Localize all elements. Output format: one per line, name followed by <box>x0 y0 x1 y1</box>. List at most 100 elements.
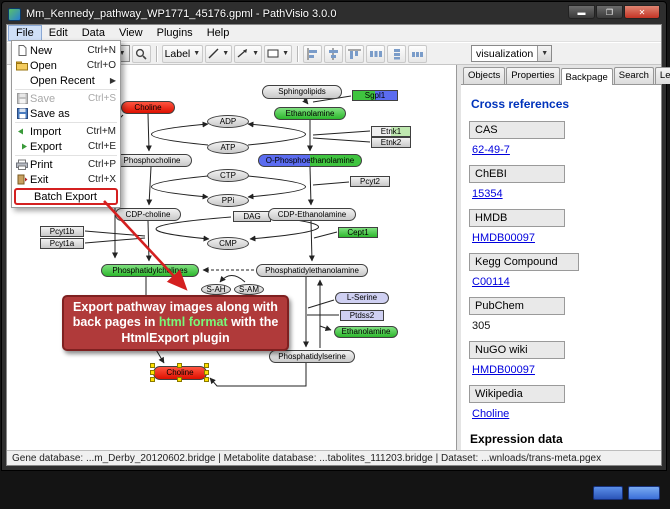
menu-plugins[interactable]: Plugins <box>156 27 193 39</box>
tab-search[interactable]: Search <box>613 67 654 84</box>
selection-handle[interactable] <box>150 363 155 368</box>
selection-handle[interactable] <box>177 377 182 382</box>
node-cept1[interactable]: Cept1 <box>338 227 378 238</box>
ref-value-pubchem: 305 <box>472 320 491 332</box>
tab-backpage[interactable]: Backpage <box>560 68 613 85</box>
callout-text-1: Export pathway images along with back pa… <box>72 299 278 330</box>
tab-objects[interactable]: Objects <box>463 67 506 84</box>
align-center-button[interactable] <box>324 44 344 63</box>
selection-handle[interactable] <box>204 377 209 382</box>
node-cmp[interactable]: CMP <box>207 237 249 250</box>
menu-file[interactable]: File <box>8 25 42 41</box>
ref-link-nugo[interactable]: HMDB00097 <box>472 364 535 376</box>
arrow-tool-button[interactable]: ▼ <box>234 44 263 63</box>
node-phosphatidylcholines[interactable]: Phosphatidylcholines <box>101 264 199 277</box>
taskbar-button[interactable] <box>628 486 660 500</box>
node-l-serine[interactable]: L-Serine <box>335 292 389 304</box>
node-pcyt1a[interactable]: Pcyt1a <box>40 238 84 249</box>
node-o-phosphoethanolamine[interactable]: O-Phosphoethanolamine <box>258 154 362 167</box>
tab-properties[interactable]: Properties <box>506 67 560 84</box>
menu-item-batch-export[interactable]: Batch Export <box>14 188 118 205</box>
close-button[interactable]: ✕ <box>624 5 660 19</box>
node-cdp-choline[interactable]: CDP-choline <box>115 208 181 221</box>
distribute-horizontal-button[interactable] <box>366 44 386 63</box>
selection-handle[interactable] <box>204 363 209 368</box>
node-ctp[interactable]: CTP <box>207 169 249 182</box>
node-pcyt1b[interactable]: Pcyt1b <box>40 226 84 237</box>
node-dag[interactable]: DAG <box>233 211 271 222</box>
node-pcyt2[interactable]: Pcyt2 <box>350 176 390 187</box>
node-sgpl1[interactable]: Sgpl1 <box>352 90 398 101</box>
node-sah[interactable]: S-AH <box>201 284 231 295</box>
align-top-button[interactable] <box>345 44 365 63</box>
minimize-button[interactable]: ▬ <box>568 5 595 19</box>
taskbar-button[interactable] <box>593 486 623 500</box>
node-phosphatidylethanolamine[interactable]: Phosphatidylethanolamine <box>256 264 368 277</box>
ref-db-wikipedia: Wikipedia <box>469 385 565 403</box>
title-bar[interactable]: Mm_Kennedy_pathway_WP1771_45176.gpml - P… <box>6 4 662 24</box>
crossref-heading: Cross references <box>471 97 570 111</box>
node-ppi[interactable]: PPi <box>207 194 249 207</box>
node-etnk2[interactable]: Etnk2 <box>371 137 411 148</box>
menu-help[interactable]: Help <box>206 27 230 39</box>
selection-handle[interactable] <box>150 377 155 382</box>
align-left-button[interactable] <box>303 44 323 63</box>
node-ethanolamine[interactable]: Ethanolamine <box>274 107 346 120</box>
node-ptdss2[interactable]: Ptdss2 <box>340 310 384 321</box>
ref-link-hmdb[interactable]: HMDB00097 <box>472 232 535 244</box>
menu-item-save-as[interactable]: Save as <box>12 106 120 121</box>
node-atp[interactable]: ATP <box>207 141 249 154</box>
node-phosphatidylserine[interactable]: Phosphatidylserine <box>269 350 355 363</box>
save-icon <box>16 93 28 104</box>
node-etnk1[interactable]: Etnk1 <box>371 126 411 137</box>
node-adp[interactable]: ADP <box>207 115 249 128</box>
new-file-icon <box>18 45 26 56</box>
menu-separator <box>15 122 117 123</box>
selection-handle[interactable] <box>177 363 182 368</box>
chevron-down-icon[interactable]: ▼ <box>537 46 552 61</box>
node-cdp-ethanolamine[interactable]: CDP-Ethanolamine <box>268 208 356 221</box>
tab-legend[interactable]: Legend <box>654 67 670 84</box>
visualization-combobox[interactable]: visualization ▼ <box>471 45 553 62</box>
menu-view[interactable]: View <box>118 27 143 39</box>
chevron-down-icon: ▼ <box>222 50 230 57</box>
stack-horizontal-button[interactable] <box>408 44 428 63</box>
pathway-canvas[interactable]: Sphingolipids Sgpl1 Choline Ethanolamine… <box>7 65 457 450</box>
menu-bar: File Edit Data View Plugins Help <box>7 25 661 42</box>
menu-item-open-recent[interactable]: Open Recent▶ <box>30 74 116 87</box>
node-sphingolipids[interactable]: Sphingolipids <box>262 85 342 99</box>
label-tool-button[interactable]: Label ▼ <box>161 44 204 63</box>
panel-tabs: Objects Properties Backpage Search Legen… <box>461 65 670 85</box>
ref-link-cas[interactable]: 62-49-7 <box>472 144 510 156</box>
node-phosphocholine[interactable]: Phosphocholine <box>112 154 192 167</box>
ref-db-cas: CAS <box>469 121 565 139</box>
shape-tool-icon <box>267 49 279 58</box>
menu-data[interactable]: Data <box>81 27 105 39</box>
menu-separator <box>15 155 117 156</box>
line-tool-button[interactable]: ▼ <box>205 44 233 63</box>
selection-handle[interactable] <box>150 370 155 375</box>
stack-vertical-button[interactable] <box>387 44 407 63</box>
zoom-fit-button[interactable] <box>131 44 151 63</box>
ref-link-wikipedia[interactable]: Choline <box>472 408 510 420</box>
menu-edit[interactable]: Edit <box>48 27 68 39</box>
ref-link-chebi[interactable]: 15354 <box>472 188 503 200</box>
export-icon <box>17 143 27 150</box>
selection-handle[interactable] <box>204 370 209 375</box>
ref-db-hmdb: HMDB <box>469 209 565 227</box>
shape-tool-button[interactable]: ▼ <box>264 44 293 63</box>
ref-link-kegg[interactable]: C00114 <box>472 276 510 288</box>
node-ethanolamine-2[interactable]: Ethanolamine <box>334 326 398 338</box>
node-choline-top[interactable]: Choline <box>121 101 175 114</box>
app-icon <box>8 7 21 21</box>
maximize-button[interactable]: ❐ <box>596 5 623 19</box>
panel-splitter[interactable] <box>457 65 461 450</box>
node-sam[interactable]: S-AM <box>234 284 264 295</box>
